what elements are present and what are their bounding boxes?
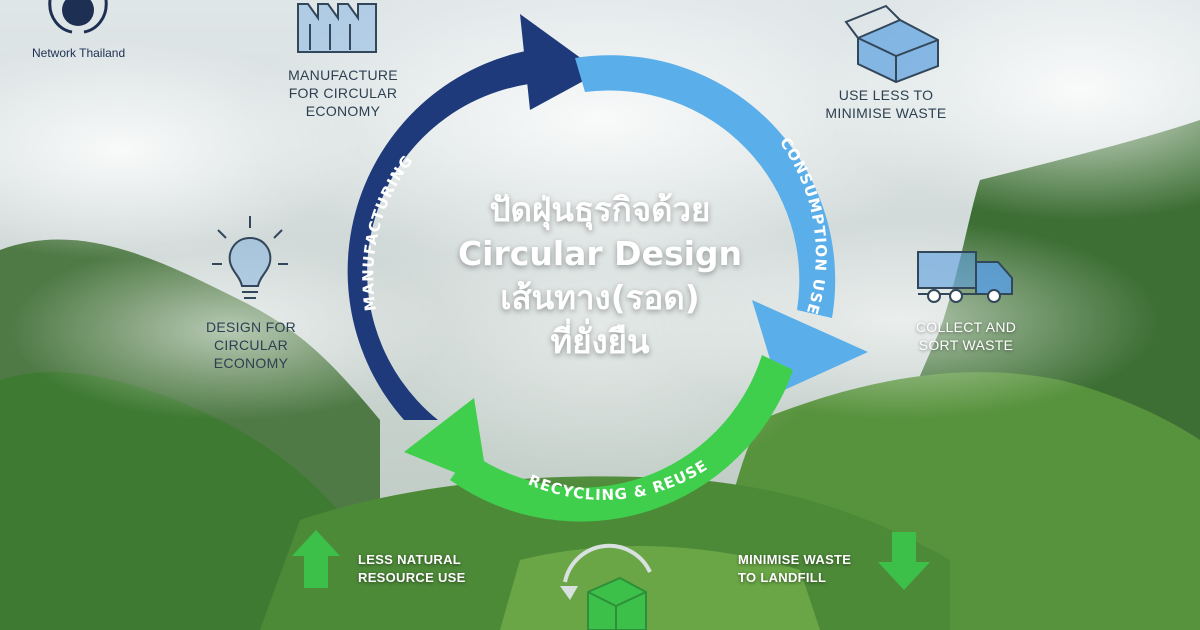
- recycling-arc: [450, 355, 793, 522]
- center-title: ปัดฝุ่นธุรกิจด้วย Circular Design เส้นทา…: [400, 188, 800, 364]
- network-thailand-label: Network Thailand: [32, 46, 126, 60]
- recycling-arrowhead: [404, 398, 488, 486]
- manufacturing-arrowhead: [520, 14, 600, 110]
- arrow-up-icon: [292, 530, 340, 588]
- arrow-down-icon: [878, 532, 930, 590]
- manufacturing-arc: [347, 48, 555, 420]
- un-logo-icon: [48, 0, 108, 34]
- minimise-landfill-label: MINIMISE WASTE TO LANDFILL: [738, 552, 852, 585]
- title-line: ที่ยั่งยืน: [550, 322, 650, 361]
- less-resource-label: LESS NATURAL RESOURCE USE: [358, 552, 466, 585]
- title-line: ปัดฝุ่นธุรกิจด้วย: [489, 190, 711, 229]
- box-icon: [844, 4, 939, 84]
- title-line: Circular Design: [457, 234, 743, 273]
- use-less-stage-label: USE LESS TO MINIMISE WASTE: [825, 87, 947, 121]
- title-line: เส้นทาง(รอด): [500, 278, 700, 317]
- factory-icon: [297, 3, 377, 53]
- design-stage-label: DESIGN FOR CIRCULAR ECONOMY: [205, 319, 297, 371]
- consumption-arc: [575, 55, 836, 319]
- lightbulb-icon: [212, 216, 288, 299]
- recycle-box-icon: [560, 543, 652, 630]
- manufacture-stage-label: MANUFACTURE FOR CIRCULAR ECONOMY: [288, 67, 398, 119]
- collect-stage-label: COLLECT AND SORT WASTE: [915, 319, 1017, 353]
- truck-icon: [917, 251, 1013, 303]
